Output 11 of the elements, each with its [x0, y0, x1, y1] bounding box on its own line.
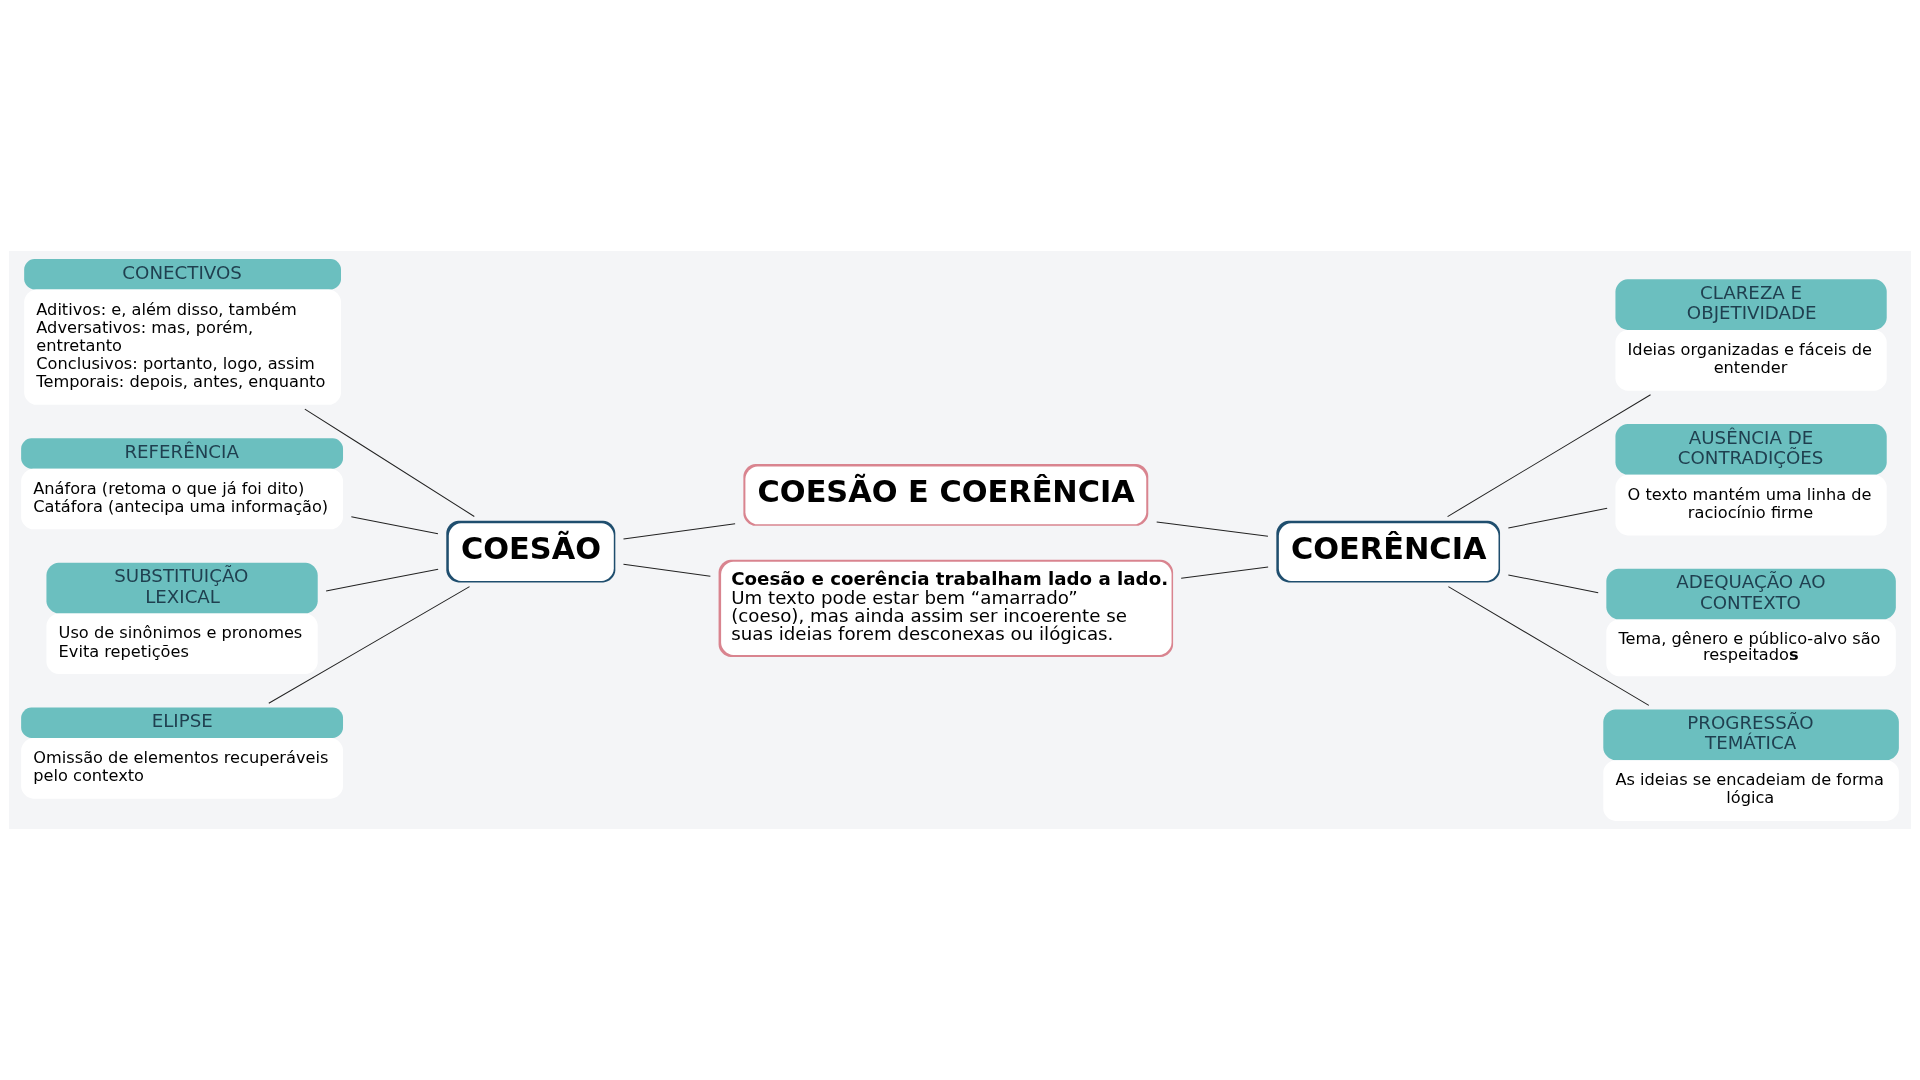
connector: [350, 516, 439, 535]
connector: [1447, 394, 1652, 518]
connector: [622, 523, 736, 540]
connector: [1507, 507, 1608, 529]
connector: [268, 586, 471, 704]
connector: [1156, 521, 1269, 537]
connector: [622, 563, 711, 577]
connector: [304, 408, 475, 517]
connector: [325, 568, 439, 592]
connector: [1447, 586, 1650, 706]
connector: [1180, 566, 1269, 579]
